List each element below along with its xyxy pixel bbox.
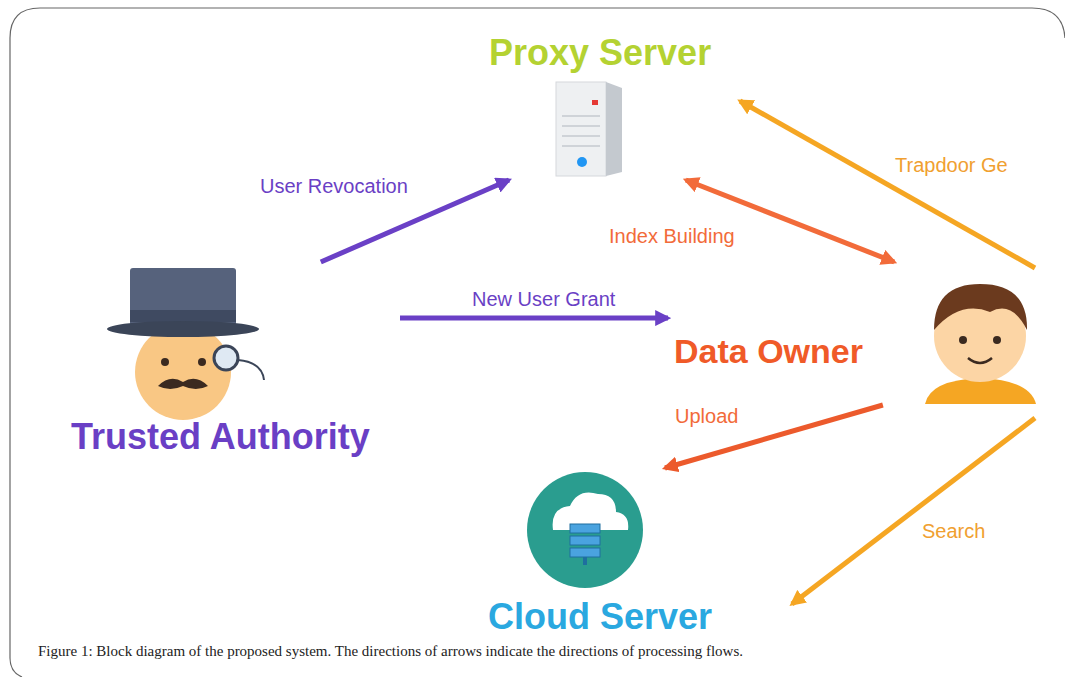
flow-label: Index Building <box>607 225 737 248</box>
node-title: Data Owner <box>674 332 863 371</box>
authority-icon <box>107 268 264 420</box>
trapdoor-arrow <box>740 101 1035 268</box>
node-title: Cloud Server <box>488 596 712 638</box>
flow-label: Search <box>920 520 987 543</box>
server-node: Proxy Server <box>470 28 730 180</box>
frame-border <box>10 8 1065 677</box>
server-icon <box>556 82 622 176</box>
search-arrow <box>792 418 1035 604</box>
flow-arrow <box>400 316 668 321</box>
owner-node: Data Owner <box>668 262 1045 405</box>
flow-label: Upload <box>673 405 740 428</box>
cloud-node: Cloud Server <box>470 468 730 640</box>
flow-label: Trapdoor Ge <box>893 154 1010 177</box>
node-title: Proxy Server <box>489 32 711 74</box>
owner-icon <box>925 284 1036 404</box>
flow-label: New User Grant <box>470 288 617 311</box>
figure-caption: Figure 1: Block diagram of the proposed … <box>38 643 743 660</box>
flow-label: User Revocation <box>258 175 410 198</box>
node-title: Trusted Authority <box>71 416 370 458</box>
flow-arrow <box>665 405 883 468</box>
cloud-icon <box>527 472 643 588</box>
flow-arrow <box>686 180 894 262</box>
authority-node: Trusted Authority <box>40 262 400 460</box>
